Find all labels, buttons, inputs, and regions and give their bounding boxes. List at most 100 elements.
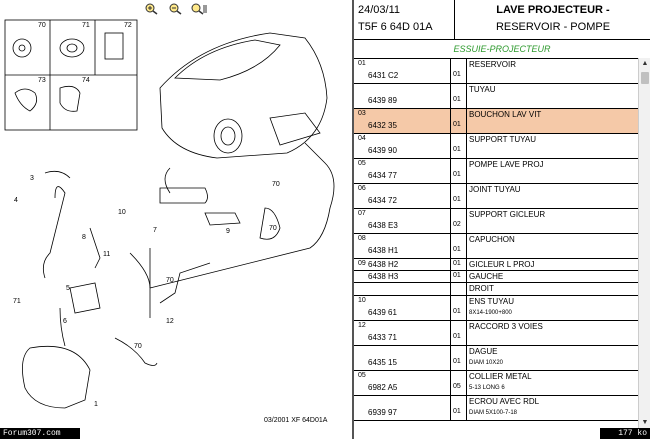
header-ref: T5F 6 64D 01A [358, 21, 433, 33]
part-reference: 6433 71 [368, 333, 397, 342]
section-subtitle: ESSUIE-PROJECTEUR [453, 44, 551, 54]
col-line-2 [466, 134, 467, 159]
car-outline [159, 32, 328, 159]
part-label: GICLEUR L PROJ [469, 260, 535, 269]
scroll-up-icon[interactable]: ▲ [641, 60, 649, 67]
label-3: 3 [30, 175, 34, 182]
col-line-1 [450, 184, 451, 209]
part-quantity: 05 [453, 383, 461, 390]
label-70c: 70 [166, 277, 174, 284]
label-71: 71 [82, 22, 90, 29]
part-reference: 6982 A5 [368, 383, 398, 392]
part-label: COLLIER METAL [469, 372, 532, 381]
part-reference: 6439 89 [368, 96, 397, 105]
part-label: SUPPORT TUYAU [469, 135, 536, 144]
part-index: 04 [358, 135, 366, 142]
zoom-toolbar [0, 0, 352, 18]
label-8: 8 [82, 234, 86, 241]
col-line-1 [450, 371, 451, 396]
part-reference: 6439 90 [368, 146, 397, 155]
col-line-2 [466, 371, 467, 396]
col-line-1 [450, 396, 451, 421]
part-reference: 6435 15 [368, 358, 397, 367]
part-quantity: 01 [453, 308, 461, 315]
parts-scrollbar[interactable]: ▲ ▼ [638, 58, 650, 429]
col-line-2 [466, 109, 467, 134]
part-label: ENS TUYAU [469, 297, 515, 306]
col-line-1 [450, 346, 451, 371]
col-line-1 [450, 271, 451, 283]
part-index: 07 [358, 210, 366, 217]
part-index: 01 [358, 60, 366, 67]
zoom-out-icon[interactable] [166, 2, 186, 16]
part-quantity: 01 [453, 246, 461, 253]
part-label: ECROU AVEC RDL [469, 397, 540, 406]
clip-inset [4, 19, 138, 131]
part-quantity: 01 [453, 121, 461, 128]
part-reference: 6939 97 [368, 408, 397, 417]
scroll-down-icon[interactable]: ▼ [641, 419, 649, 426]
label-72: 72 [124, 22, 132, 29]
part-quantity: 01 [453, 171, 461, 178]
label-4: 4 [14, 197, 18, 204]
zoom-fit-icon[interactable] [190, 2, 210, 16]
col-line-2 [466, 59, 467, 84]
col-line-2 [466, 396, 467, 421]
col-line-2 [466, 346, 467, 371]
label-70d: 70 [134, 343, 142, 350]
scroll-thumb[interactable] [641, 72, 649, 84]
part-spec: 5-13 LONG 6 [469, 385, 505, 391]
part-index: 10 [358, 297, 366, 304]
part-index: 06 [358, 185, 366, 192]
part-index: 09 [358, 260, 366, 267]
part-index: 05 [358, 372, 366, 379]
part-quantity: 01 [453, 196, 461, 203]
col-line-2 [466, 184, 467, 209]
label-9: 9 [226, 228, 230, 235]
label-11: 11 [103, 251, 110, 258]
col-line-1 [450, 109, 451, 134]
label-74: 74 [82, 77, 90, 84]
part-label: RESERVOIR [469, 60, 516, 69]
label-6: 6 [63, 318, 67, 325]
file-size: 177 ko [600, 428, 650, 439]
part-quantity: 01 [453, 408, 461, 415]
header-title-line1: LAVE PROJECTEUR - [496, 4, 610, 16]
col-line-2 [466, 259, 467, 271]
zoom-in-icon[interactable] [142, 2, 162, 16]
part-label: SUPPORT GICLEUR [469, 210, 546, 219]
tank-assembly [22, 142, 335, 409]
part-label: GAUCHE [469, 272, 504, 281]
col-line-2 [466, 271, 467, 283]
part-reference: 6432 35 [368, 121, 397, 130]
part-quantity: 01 [453, 146, 461, 153]
part-reference: 6434 72 [368, 196, 397, 205]
panel-divider [352, 0, 354, 439]
part-label: POMPE LAVE PROJ [469, 160, 544, 169]
header-date: 24/03/11 [358, 4, 401, 16]
part-row[interactable]: DROIT [354, 283, 638, 296]
col-line-2 [466, 283, 467, 296]
label-10: 10 [118, 209, 126, 216]
col-line-2 [466, 321, 467, 346]
part-label: CAPUCHON [469, 235, 515, 244]
col-line-2 [466, 159, 467, 184]
label-7: 7 [153, 227, 157, 234]
col-line-1 [450, 59, 451, 84]
